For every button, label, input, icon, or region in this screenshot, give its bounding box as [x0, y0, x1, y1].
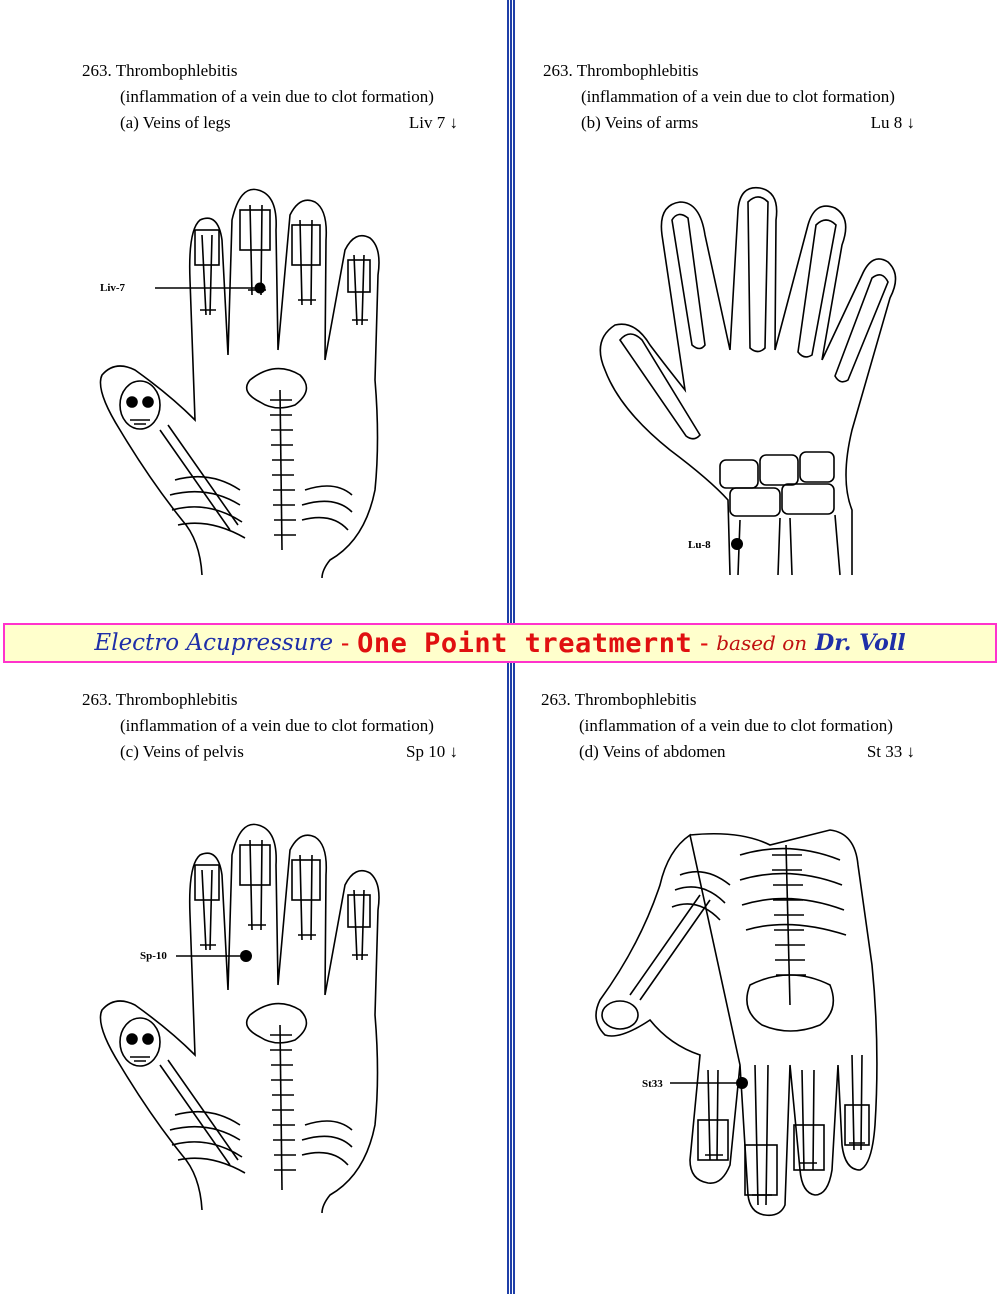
figure-c-hand-skeleton: Sp-10	[99, 823, 380, 1214]
panel-b-number: 263. Thrombophlebitis	[543, 61, 699, 80]
banner-prefix: Electro Acupressure	[94, 630, 334, 656]
panel-c-text: 263. Thrombophlebitis (inflammation of a…	[82, 687, 458, 765]
panel-a-text: 263. Thrombophlebitis (inflammation of a…	[82, 58, 458, 136]
label-lu-8: Lu-8	[688, 539, 711, 551]
label-sp-10: Sp-10	[140, 950, 167, 962]
panel-b-row: (b) Veins of arms Lu 8 ↓	[543, 110, 915, 136]
title-banner: Electro Acupressure - One Point treatmer…	[3, 623, 997, 663]
panel-d-number: 263. Thrombophlebitis	[541, 690, 697, 709]
panel-b-point: Lu 8 ↓	[870, 113, 915, 132]
panel-d-text: 263. Thrombophlebitis (inflammation of a…	[541, 687, 915, 765]
panel-b-text: 263. Thrombophlebitis (inflammation of a…	[543, 58, 915, 136]
banner-dash-1: -	[341, 629, 350, 656]
banner-title: One Point treatmernt	[357, 627, 693, 659]
panel-a-row: (a) Veins of legs Liv 7 ↓	[82, 110, 458, 136]
panel-b-subtype: (b) Veins of arms	[581, 113, 699, 132]
panel-a-description: (inflammation of a vein due to clot form…	[120, 87, 434, 106]
panel-c-point: Sp 10 ↓	[406, 742, 458, 761]
panel-d-subtype: (d) Veins of abdomen	[579, 742, 726, 761]
panel-d-row: (d) Veins of abdomen St 33 ↓	[541, 739, 915, 765]
panel-a-point: Liv 7 ↓	[408, 113, 458, 132]
figure-b-hand-bones: Lu-8	[599, 186, 897, 576]
banner-dash-2: -	[700, 629, 709, 656]
panel-a-subtype: (a) Veins of legs	[120, 113, 231, 132]
figure-a-hand-skeleton: Liv-7	[99, 188, 380, 579]
label-liv-7: Liv-7	[100, 282, 126, 294]
panel-d-point: St 33 ↓	[866, 742, 915, 761]
banner-based: based on	[716, 631, 808, 655]
panel-c-row: (c) Veins of pelvis Sp 10 ↓	[82, 739, 458, 765]
banner-author: Dr. Voll	[815, 630, 906, 656]
panel-c-description: (inflammation of a vein due to clot form…	[120, 716, 434, 735]
panel-c-subtype: (c) Veins of pelvis	[120, 742, 244, 761]
label-st33: St33	[642, 1078, 663, 1090]
figure-d-hand-skeleton: St33	[595, 829, 878, 1217]
panel-d-description: (inflammation of a vein due to clot form…	[579, 716, 893, 735]
panel-c-number: 263. Thrombophlebitis	[82, 690, 238, 709]
panel-b-description: (inflammation of a vein due to clot form…	[581, 87, 895, 106]
panel-a-number: 263. Thrombophlebitis	[82, 61, 238, 80]
